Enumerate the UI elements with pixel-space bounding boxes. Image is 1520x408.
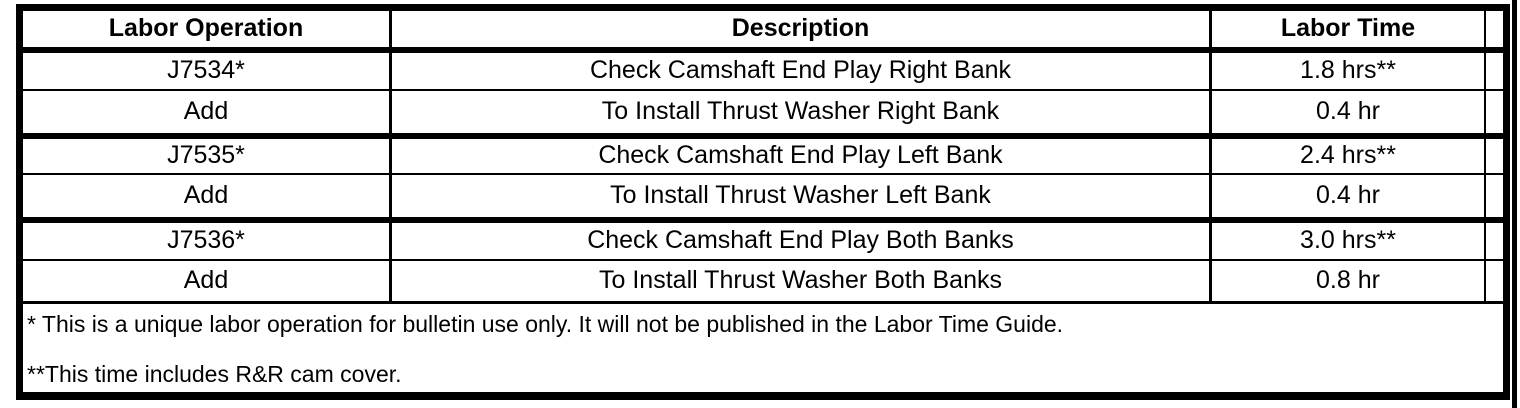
labor-time-cell: 0.4 hr xyxy=(1212,175,1486,217)
header-labor-time: Labor Time xyxy=(1212,11,1486,47)
labor-operation-cell: Add xyxy=(23,91,392,133)
table-header-row: Labor Operation Description Labor Time xyxy=(23,11,1503,53)
blank-cell xyxy=(1486,261,1503,301)
labor-operation-cell: Add xyxy=(23,175,392,217)
description-cell: Check Camshaft End Play Right Bank xyxy=(392,53,1212,89)
labor-operation-cell: Add xyxy=(23,261,392,301)
labor-time-cell: 3.0 hrs** xyxy=(1212,223,1486,259)
table-row: Add To Install Thrust Washer Both Banks … xyxy=(23,261,1503,304)
footnote-row: * This is a unique labor operation for b… xyxy=(23,304,1503,392)
table-row: J7534* Check Camshaft End Play Right Ban… xyxy=(23,53,1503,91)
header-blank-column xyxy=(1486,11,1503,47)
labor-time-cell: 0.4 hr xyxy=(1212,91,1486,133)
header-description: Description xyxy=(392,11,1212,47)
footnote-unique-labor-op: * This is a unique labor operation for b… xyxy=(27,311,1064,337)
blank-cell xyxy=(1486,139,1503,173)
footnote-section: * This is a unique labor operation for b… xyxy=(23,304,1073,392)
description-cell: To Install Thrust Washer Left Bank xyxy=(392,175,1212,217)
description-cell: Check Camshaft End Play Both Banks xyxy=(392,223,1212,259)
description-cell: To Install Thrust Washer Right Bank xyxy=(392,91,1212,133)
table-row: Add To Install Thrust Washer Left Bank 0… xyxy=(23,175,1503,223)
blank-cell xyxy=(1486,223,1503,259)
table-row: J7535* Check Camshaft End Play Left Bank… xyxy=(23,139,1503,175)
labor-time-cell: 1.8 hrs** xyxy=(1212,53,1486,89)
footnote-rr-cam-cover: **This time includes R&R cam cover. xyxy=(27,361,402,387)
labor-operation-cell: J7534* xyxy=(23,53,392,89)
description-cell: To Install Thrust Washer Both Banks xyxy=(392,261,1212,301)
header-labor-operation: Labor Operation xyxy=(23,11,392,47)
labor-time-cell: 0.8 hr xyxy=(1212,261,1486,301)
blank-cell xyxy=(1486,53,1503,89)
table-row: J7536* Check Camshaft End Play Both Bank… xyxy=(23,223,1503,261)
description-cell: Check Camshaft End Play Left Bank xyxy=(392,139,1212,173)
page-edge-line xyxy=(1512,0,1517,408)
blank-cell xyxy=(1486,91,1503,133)
blank-cell xyxy=(1486,175,1503,217)
labor-time-cell: 2.4 hrs** xyxy=(1212,139,1486,173)
labor-operation-cell: J7536* xyxy=(23,223,392,259)
labor-operation-cell: J7535* xyxy=(23,139,392,173)
labor-time-table: Labor Operation Description Labor Time J… xyxy=(16,4,1510,400)
table-row: Add To Install Thrust Washer Right Bank … xyxy=(23,91,1503,139)
